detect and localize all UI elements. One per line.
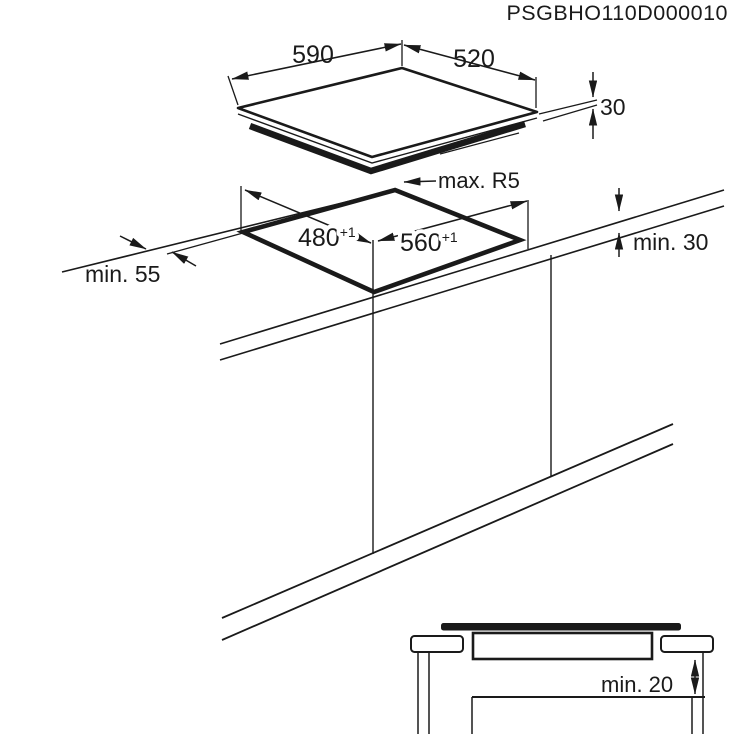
- hob-body-underline: [439, 132, 520, 155]
- cross-section-view: min. 20: [410, 623, 714, 734]
- cutout-depth-value: 480: [298, 224, 340, 252]
- cabinet-base-bottom-line: [221, 443, 674, 641]
- front-distance-label: min. 55: [85, 261, 160, 287]
- cutout-depth-tolerance: +1: [340, 224, 356, 240]
- hob-width-label: 590: [292, 41, 334, 69]
- worktop-section-left: [410, 635, 464, 653]
- hob-depth-dimension-line: [403, 44, 536, 81]
- worktop-thickness-label: min. 30: [633, 229, 708, 255]
- cutout-width-dimension-line: [377, 200, 528, 242]
- worktop-section-right: [660, 635, 714, 653]
- hob-isometric-view: [236, 66, 598, 175]
- front-distance-arrow-lower: [171, 251, 197, 267]
- hob-top-surface: [236, 66, 539, 159]
- worktop-thickness-bottom-line: [219, 205, 725, 361]
- hob-height-extension-bottom: [542, 104, 598, 122]
- hob-depth-label: 520: [453, 45, 495, 73]
- corner-radius-label: max. R5: [438, 168, 520, 193]
- cabinet-base-top-line: [221, 423, 674, 619]
- hob-glass-edge: [237, 113, 538, 164]
- worktop-isometric-view: [61, 187, 725, 641]
- corner-radius-leader-arrow: [403, 177, 437, 186]
- front-distance-arrow-upper: [119, 235, 147, 250]
- cutout-width-value: 560: [400, 229, 442, 257]
- hob-width-dimension-line: [231, 43, 402, 80]
- cutout-depth-dimension-line: [244, 189, 372, 244]
- hob-dimensions: 590 520 30: [227, 40, 626, 139]
- hob-height-label: 30: [600, 94, 626, 120]
- worktop-thickness-top-line: [219, 189, 725, 345]
- hob-glass-section: [441, 623, 681, 631]
- model-number-title: PSGBHO110D000010: [506, 1, 728, 25]
- cutout-width-tolerance: +1: [442, 229, 458, 245]
- clearance-label: min. 20: [601, 672, 673, 697]
- hob-body-section: [471, 631, 654, 661]
- extension-line: [166, 232, 244, 255]
- worktop-cutout: [236, 187, 527, 295]
- extension-line: [227, 75, 239, 106]
- hob-body-band: [248, 120, 526, 175]
- hob-height-extension-top: [538, 99, 598, 115]
